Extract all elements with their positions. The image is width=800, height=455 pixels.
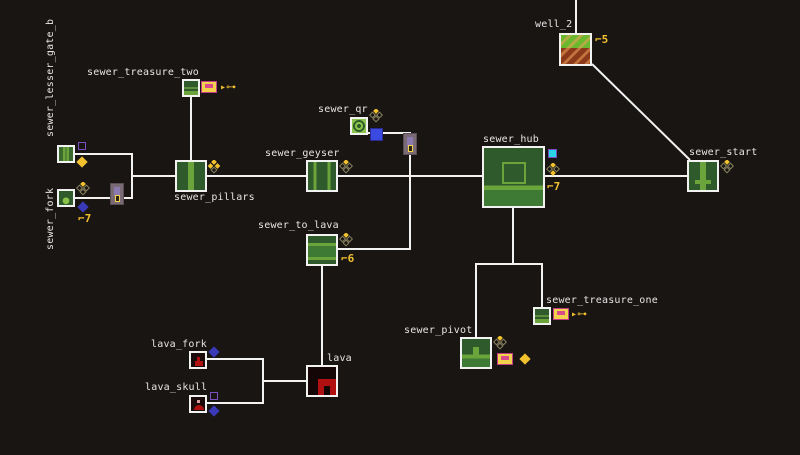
key-count-icon: ⌐7: [78, 212, 92, 225]
room-node-sewer-to-lava[interactable]: [306, 234, 338, 266]
key-count: 7: [553, 180, 561, 193]
edge-qr-to-to-lava: [337, 132, 411, 250]
room-node-lava-fork[interactable]: [189, 351, 207, 369]
locked-door-icon[interactable]: [403, 133, 417, 155]
room-node-sewer-start[interactable]: [687, 160, 719, 192]
node-label: sewer_start: [689, 147, 758, 158]
node-label: lava: [327, 353, 352, 364]
edge-lesser-gate-to-pillars: [74, 153, 176, 177]
edge-fork-to-pillars: [74, 176, 133, 199]
node-label: sewer_qr: [318, 104, 368, 115]
blue-block-icon: [370, 128, 383, 141]
purple-switch-icon: [210, 392, 218, 400]
gems-icon: [207, 160, 221, 174]
key-count-icon: ⌐7: [547, 180, 561, 193]
gems-icon: [76, 182, 90, 196]
node-label: sewer_lesser_gate_b: [45, 18, 56, 137]
room-node-sewer-geyser[interactable]: [306, 160, 338, 192]
gems-icon: [369, 109, 383, 123]
node-label: lava_fork: [151, 339, 207, 350]
room-node-lava-skull[interactable]: [189, 395, 207, 413]
locked-door-icon[interactable]: [110, 183, 124, 205]
key-count: 5: [601, 33, 609, 46]
node-label: sewer_pillars: [174, 192, 255, 203]
gems-icon: [339, 233, 353, 247]
node-label: well_2: [535, 19, 573, 30]
edge-lava-fork-to-lava: [206, 358, 306, 382]
room-node-sewer-hub[interactable]: [482, 146, 545, 208]
edge-hub-to-treasure-one: [513, 263, 543, 308]
cyan-switch-icon: [548, 149, 557, 158]
gems-icon: [546, 163, 560, 176]
gems-icon: [493, 336, 507, 350]
key-icon: ▸⊶: [220, 82, 237, 93]
node-label: sewer_to_lava: [258, 220, 339, 231]
node-label: sewer_hub: [483, 134, 539, 145]
room-node-lava[interactable]: [306, 365, 338, 397]
room-node-sewer-pillars[interactable]: [175, 160, 207, 192]
chest-icon: [497, 353, 513, 365]
chest-icon: [201, 81, 217, 93]
key-count-icon: ⌐6: [341, 252, 355, 265]
node-label: sewer_treasure_two: [87, 67, 199, 78]
room-node-sewer-qr[interactable]: [350, 117, 368, 135]
edge-well-to-start: [591, 63, 691, 161]
node-label: sewer_geyser: [265, 148, 340, 159]
room-node-sewer-fork[interactable]: [57, 189, 75, 207]
room-node-sewer-treasure-one[interactable]: [533, 307, 551, 325]
room-node-sewer-treasure-two[interactable]: [182, 79, 200, 97]
key-icon: ▸⊶: [571, 309, 588, 320]
key-count: 6: [347, 252, 355, 265]
node-label: lava_skull: [145, 382, 208, 393]
chest-icon: [553, 308, 569, 320]
gems-icon: [339, 160, 353, 174]
edge-hub-to-pivot: [475, 207, 514, 338]
key-count-icon: ⌐5: [595, 33, 609, 46]
room-node-well-2[interactable]: [559, 33, 592, 66]
node-label: sewer_fork: [45, 187, 56, 250]
edge-lava-skull-to-lava: [206, 381, 264, 404]
room-node-sewer-lesser-gate-b[interactable]: [57, 145, 75, 163]
node-label: sewer_treasure_one: [546, 295, 658, 306]
purple-switch-icon: [78, 142, 86, 150]
key-count: 7: [84, 212, 92, 225]
gems-icon: [720, 160, 734, 174]
node-label: sewer_pivot: [404, 325, 473, 336]
room-node-sewer-pivot[interactable]: [460, 337, 492, 369]
